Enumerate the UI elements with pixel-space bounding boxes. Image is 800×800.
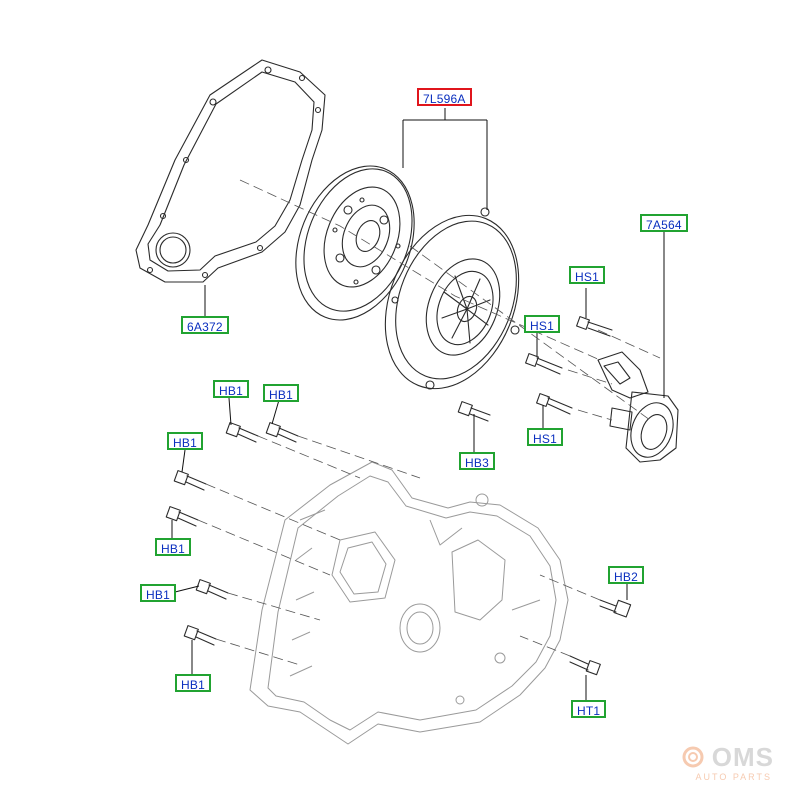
bolt-hb1-a — [225, 422, 259, 443]
bolt-hb1-b — [265, 422, 299, 443]
label-hb3[interactable]: HB3 — [459, 452, 495, 470]
bolt-ht1 — [569, 655, 601, 676]
alignment-lines — [197, 179, 661, 666]
slave-cylinder-drawing — [597, 351, 679, 463]
bolt-hb2 — [599, 599, 632, 618]
label-hb1-a[interactable]: HB1 — [213, 380, 249, 398]
label-7l596a-clutch-kit[interactable]: 7L596A — [417, 88, 472, 106]
gear-icon — [682, 746, 704, 768]
bolt-hb3 — [457, 401, 491, 422]
clutch-disc-drawing — [295, 165, 415, 321]
label-6a372-gasket[interactable]: 6A372 — [181, 316, 229, 334]
label-hb2[interactable]: HB2 — [608, 566, 644, 584]
gearbox-housing-drawing — [249, 461, 569, 745]
label-hb1-c[interactable]: HB1 — [167, 432, 203, 450]
label-7a564-slave-cylinder[interactable]: 7A564 — [640, 214, 688, 232]
bolt-hb1-e — [195, 579, 229, 600]
watermark-subtext: AUTO PARTS — [695, 772, 772, 782]
label-hs1-top[interactable]: HS1 — [569, 266, 605, 284]
bolt-hb1-f — [183, 625, 217, 646]
label-hb1-e[interactable]: HB1 — [140, 584, 176, 602]
label-hs1-mid[interactable]: HS1 — [524, 315, 560, 333]
label-ht1[interactable]: HT1 — [571, 700, 607, 718]
leader-lines — [171, 108, 665, 700]
gasket-6a372-drawing — [135, 59, 326, 283]
bolt-hb1-c — [173, 470, 207, 491]
pressure-plate-drawing — [384, 207, 520, 390]
bolt-hs1-mid — [525, 353, 563, 375]
label-hb1-b[interactable]: HB1 — [263, 384, 299, 402]
oms-watermark-logo: OMS AUTO PARTS — [678, 742, 774, 782]
label-hs1-low[interactable]: HS1 — [527, 428, 563, 446]
bolt-hs1-top — [576, 316, 613, 337]
watermark-text: OMS — [711, 742, 774, 772]
bolt-hs1-low — [536, 393, 573, 415]
label-hb1-d[interactable]: HB1 — [155, 538, 191, 556]
label-hb1-f[interactable]: HB1 — [175, 674, 211, 692]
bolt-hb1-d — [165, 506, 199, 527]
